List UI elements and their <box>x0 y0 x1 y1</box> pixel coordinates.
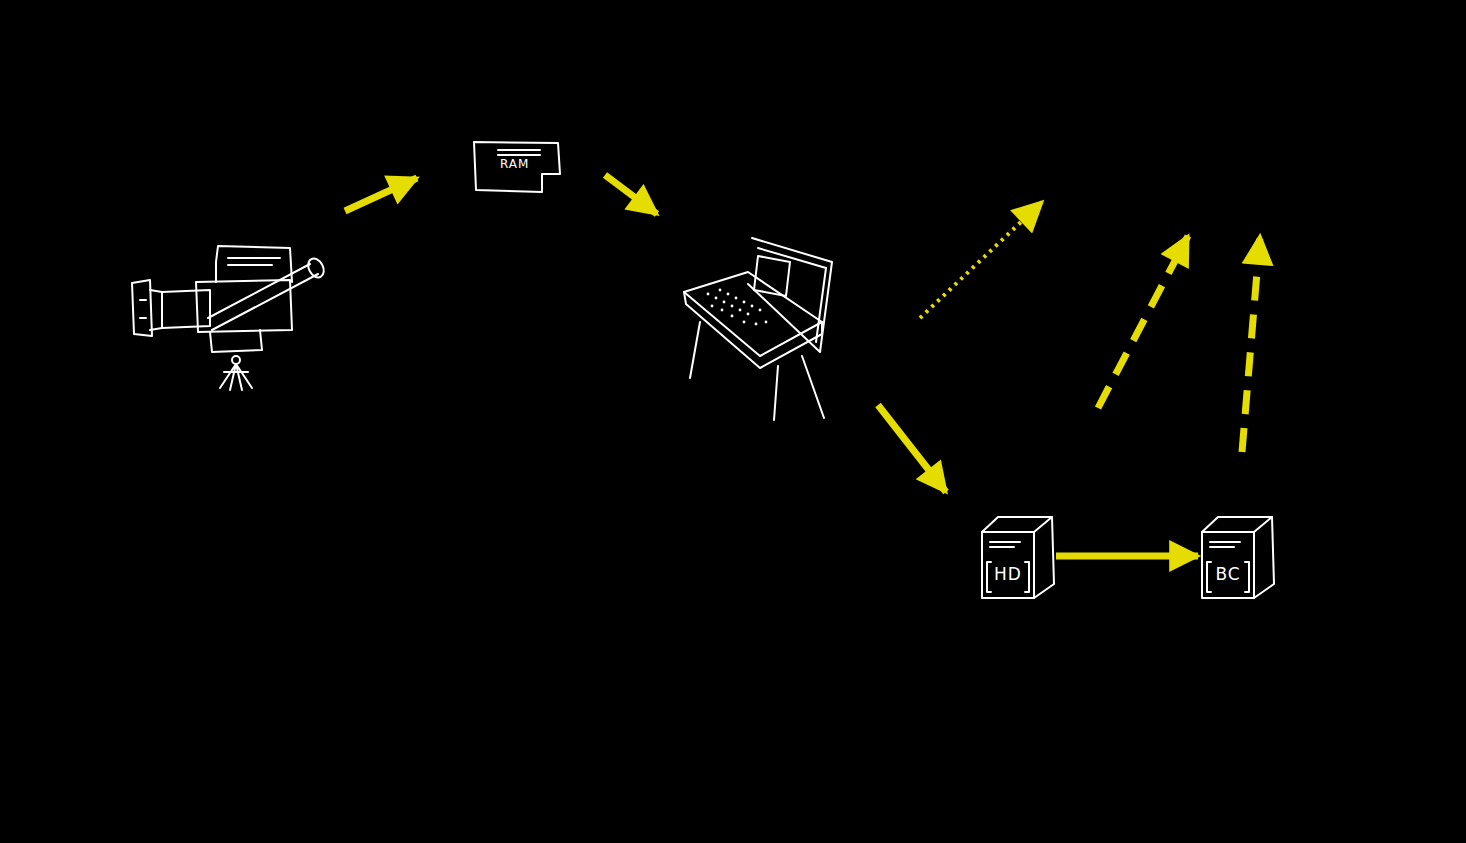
camera-sketch <box>132 246 327 390</box>
ram-chip: RAM <box>472 140 562 194</box>
connector-arrow <box>1056 553 1198 560</box>
arrow <box>605 175 657 214</box>
flow-arrows <box>345 175 1260 492</box>
drive-box-outline <box>1198 512 1276 600</box>
node-label: BC <box>1216 564 1241 584</box>
drive-box: BC <box>1198 512 1276 600</box>
drive-box: HD <box>978 512 1056 600</box>
dashed-arrow <box>1098 236 1188 408</box>
arrow <box>345 178 417 211</box>
node-label: RAM <box>500 157 529 171</box>
drive-box-outline <box>978 512 1056 600</box>
dashed-arrow <box>1242 236 1260 452</box>
arrow <box>878 405 946 492</box>
computer-sketch <box>684 238 832 420</box>
node-label: HD <box>994 564 1022 584</box>
dotted-arrow <box>920 202 1042 318</box>
